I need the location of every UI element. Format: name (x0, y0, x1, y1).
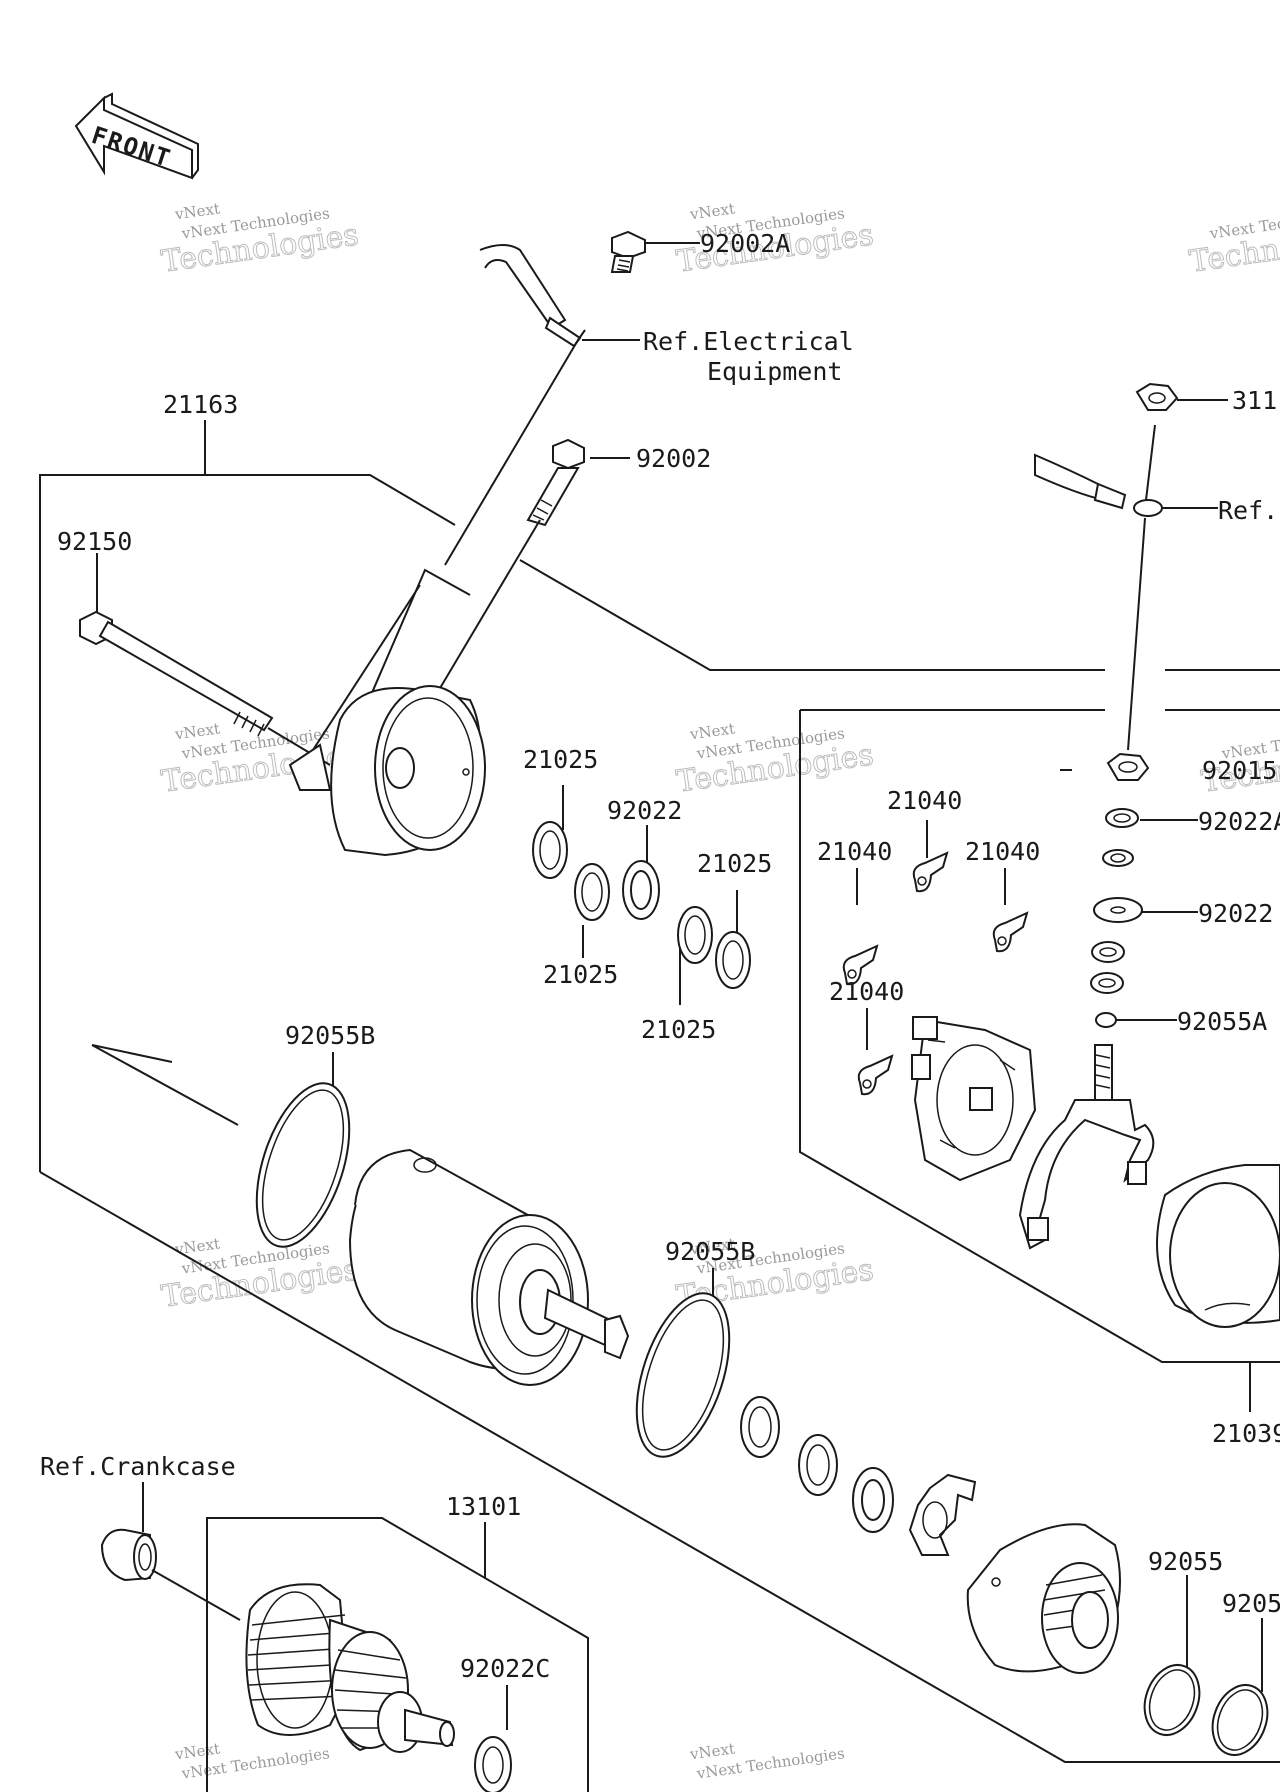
through-bolt-92150 (79, 610, 331, 766)
label-92002a: 92002A (700, 229, 790, 258)
label-21040-d: 21040 (829, 977, 904, 1006)
label-92055a: 92055A (1177, 1007, 1267, 1036)
label-92055b-right: 92055B (665, 1237, 755, 1266)
o-ring-92055b-right (635, 1292, 731, 1458)
label-311: 311 (1232, 386, 1277, 415)
label-21040-a: 21040 (887, 786, 962, 815)
label-21025-c: 21025 (697, 849, 772, 878)
label-equipment: Equipment (707, 357, 842, 386)
o-rings-92055 (1143, 1664, 1269, 1756)
label-ref-right: Ref. (1218, 496, 1278, 525)
leader-lines (96, 242, 1263, 1730)
electrical-cable (444, 244, 586, 566)
label-92022a: 92022A (1198, 807, 1280, 836)
bolt-92002a (610, 230, 646, 273)
washers-middle (532, 821, 751, 989)
label-92150: 92150 (57, 527, 132, 556)
washer-92022c (474, 1736, 512, 1792)
label-92055b-left: 92055B (285, 1021, 375, 1050)
brush-springs (842, 851, 1029, 1096)
label-92022: 92022 (607, 796, 682, 825)
label-21025-a: 21025 (523, 745, 598, 774)
label-21025-b: 21025 (543, 960, 618, 989)
group-outlines (39, 474, 1280, 1792)
washers-lower (740, 1396, 977, 1556)
front-cover (966, 1523, 1121, 1674)
label-21025-d: 21025 (641, 1015, 716, 1044)
part-labels: 21163 92150 92002A Ref.Electrical Equipm… (40, 229, 1280, 1683)
brush-holder (1018, 1044, 1155, 1250)
label-ref-electrical: Ref.Electrical (643, 327, 854, 356)
label-21039: 21039 (1212, 1419, 1280, 1448)
watermarks: vNext vNext Technologies Technologies vN… (159, 199, 1280, 1782)
bushing-ref-crankcase (100, 1528, 241, 1621)
yoke-ring (1156, 1164, 1280, 1328)
starter-motor-body (348, 1148, 630, 1386)
washer-stack-right (1090, 752, 1150, 1028)
label-21163: 21163 (163, 390, 238, 419)
label-92022-right: 92022 (1198, 899, 1273, 928)
label-21040-b: 21040 (817, 837, 892, 866)
starter-clutch-13101 (245, 1583, 455, 1753)
label-ref-crankcase: Ref.Crankcase (40, 1452, 236, 1481)
label-21040-c: 21040 (965, 837, 1040, 866)
label-92002: 92002 (636, 444, 711, 473)
label-92015: 92015 (1202, 756, 1277, 785)
label-92055: 92055 (1148, 1547, 1223, 1576)
nut-311 (1135, 382, 1179, 411)
terminal-cable-right (1034, 424, 1163, 751)
label-13101: 13101 (446, 1492, 521, 1521)
bolt-92002 (429, 438, 585, 706)
end-cover (288, 568, 486, 857)
brush-plate (911, 1016, 1037, 1182)
label-9205: 9205 (1222, 1589, 1280, 1618)
label-92022c: 92022C (460, 1654, 550, 1683)
front-arrow-icon: FRONT (74, 92, 199, 180)
o-ring-92055b-left (255, 1082, 351, 1248)
